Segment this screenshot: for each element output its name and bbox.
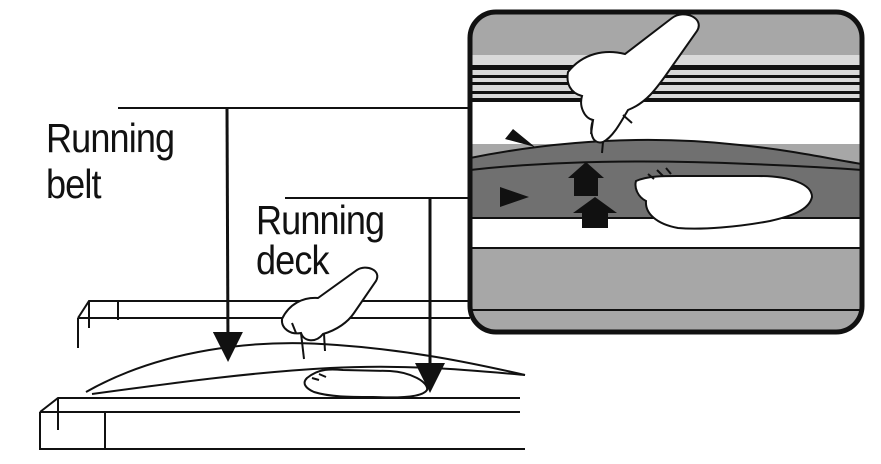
running-deck-label-line2: deck xyxy=(256,237,330,283)
main-hand-icon xyxy=(280,266,379,360)
running-belt-label-line2: belt xyxy=(46,161,102,207)
inset-frame xyxy=(467,9,865,335)
running-deck-label-line1: Running xyxy=(256,197,385,243)
inset-lift-arrows xyxy=(568,162,617,228)
running-belt-label-line1: Running xyxy=(46,115,175,161)
inset-pointer-arrows xyxy=(500,129,535,207)
treadmill-outline xyxy=(39,107,526,450)
inset-foot-icon xyxy=(634,167,814,230)
main-foot-icon xyxy=(303,368,429,399)
inset-detail-panel xyxy=(470,12,862,332)
inset-hand-icon xyxy=(566,13,700,154)
leader-arrows xyxy=(212,107,445,393)
